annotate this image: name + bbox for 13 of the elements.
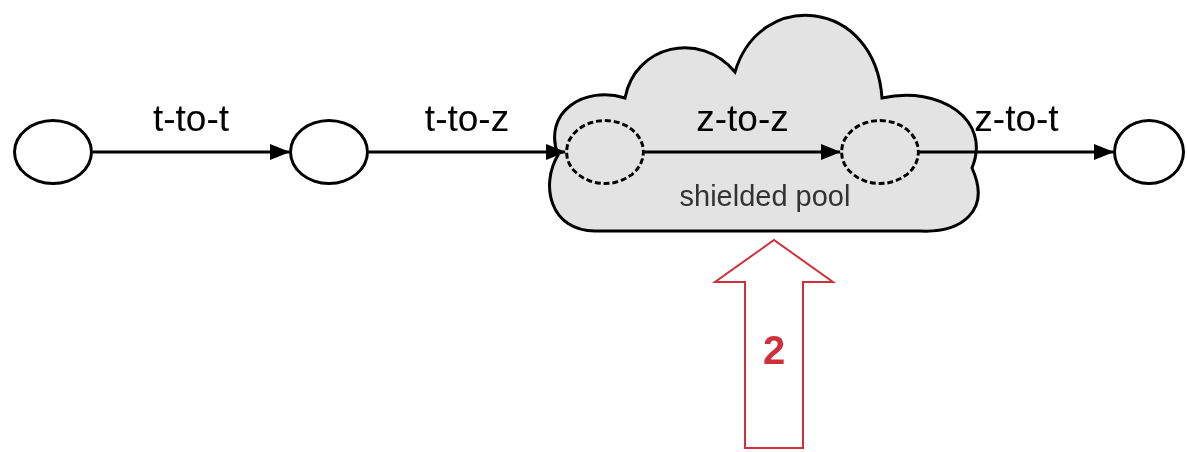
edge-label: t-to-t: [152, 100, 230, 137]
arrow: [369, 144, 566, 160]
edge-label: t-to-z: [424, 100, 510, 137]
dashed-circle: [565, 119, 645, 185]
arrow: [920, 144, 1114, 160]
edge-label: 2: [762, 330, 786, 370]
edge-label: z-to-z: [696, 100, 789, 137]
block-arrow: [711, 238, 837, 449]
edge-label: z-to-t: [974, 100, 1059, 137]
arrow: [645, 144, 841, 160]
arrow: [93, 144, 290, 160]
dashed-circle: [840, 119, 920, 185]
node-label: shielded pool: [678, 182, 852, 211]
